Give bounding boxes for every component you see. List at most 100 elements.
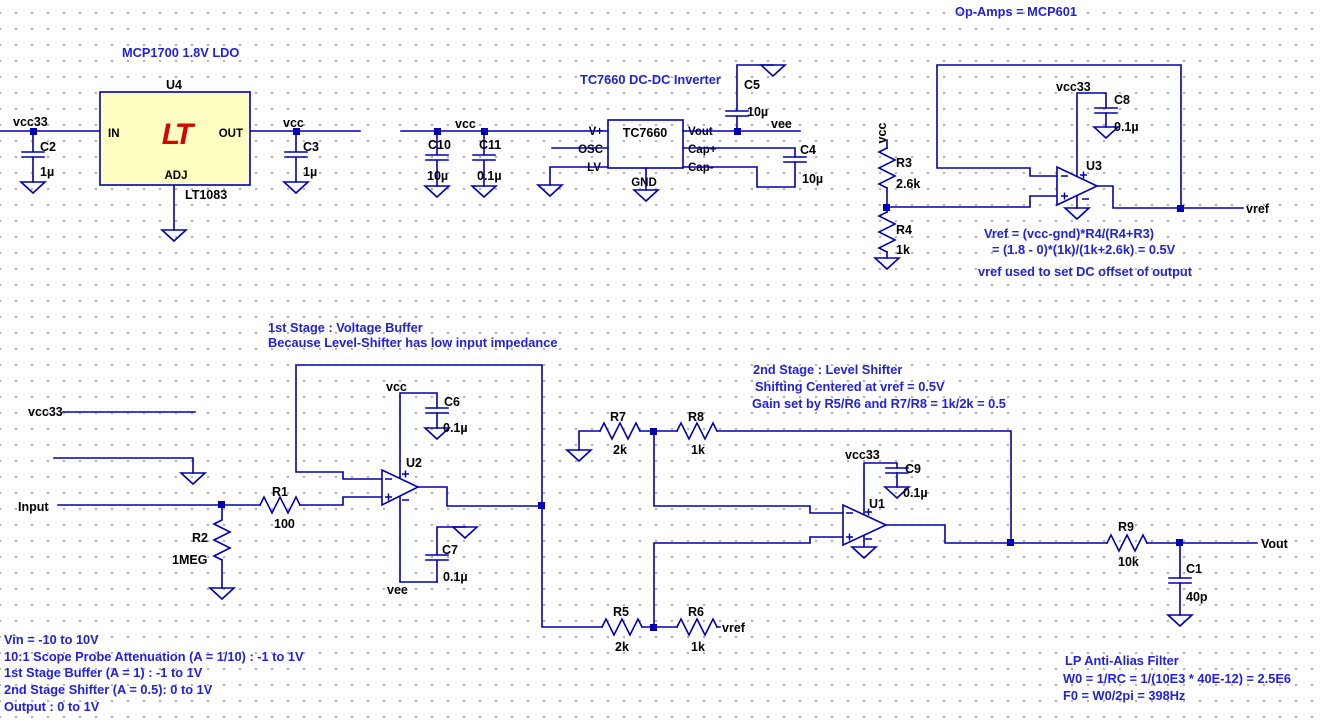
c5-value[interactable]: 10µ	[747, 105, 768, 119]
capacitor-C2[interactable]: C2 1µ	[18, 130, 56, 195]
capacitor-C6[interactable]: C6 0.1µ	[422, 395, 468, 441]
inverter-body[interactable]	[607, 119, 684, 169]
ground-lv[interactable]	[535, 184, 565, 198]
ground-c9[interactable]	[882, 486, 912, 500]
c5-ref[interactable]: C5	[744, 78, 760, 92]
range-line3[interactable]: 1st Stage Buffer (A = 1) : -1 to 1V	[4, 665, 203, 680]
stage2-title-line2[interactable]: Shifting Centered at vref = 0.5V	[755, 379, 945, 394]
ground-c2[interactable]	[18, 181, 48, 195]
ground-c1[interactable]	[1165, 614, 1195, 628]
ldo-section[interactable]: MCP1700 1.8V LDO U4 IN OUT ADJ LT LT1083…	[0, 45, 361, 243]
c9-ref[interactable]: C9	[905, 462, 921, 476]
net-label-vcc33[interactable]: vcc33	[13, 115, 48, 129]
inverter-title[interactable]: TC7660 DC-DC Inverter	[580, 72, 721, 87]
resistor-R9[interactable]: R9 10k	[1105, 520, 1149, 569]
r7-value[interactable]: 2k	[613, 443, 627, 457]
opamp-U2[interactable]: U2	[381, 456, 422, 507]
c1-ref[interactable]: C1	[1186, 562, 1202, 576]
inverter-wires[interactable]	[400, 130, 801, 191]
capacitor-C9[interactable]: C9 0.1µ	[882, 462, 928, 500]
range-line2[interactable]: 10:1 Scope Probe Attenuation (A = 1/10) …	[4, 649, 304, 664]
range-line4[interactable]: 2nd Stage Shifter (A = 0.5): 0 to 1V	[4, 682, 213, 697]
r2-value[interactable]: 1MEG	[172, 553, 207, 567]
net-label-vcc33[interactable]: vcc33	[1056, 80, 1091, 94]
stage1-title-line1[interactable]: 1st Stage : Voltage Buffer	[268, 320, 423, 335]
resistor-R7[interactable]: R7 2k	[598, 410, 642, 457]
net-label-vcc-u2[interactable]: vcc	[386, 380, 407, 394]
ground-r7[interactable]	[564, 449, 594, 463]
inverter-name[interactable]: TC7660	[623, 126, 668, 140]
c1-value[interactable]: 40p	[1186, 590, 1208, 604]
u1-ref[interactable]: U1	[869, 497, 885, 511]
capacitor-C1[interactable]: C1 40p	[1165, 562, 1208, 628]
ground-u1[interactable]	[849, 546, 879, 560]
c9-value[interactable]: 0.1µ	[903, 486, 928, 500]
ground-c11[interactable]	[469, 185, 499, 199]
c7-value[interactable]: 0.1µ	[443, 570, 468, 584]
regulator-ref[interactable]: U4	[166, 78, 182, 92]
stub-wires[interactable]	[53, 411, 196, 474]
r3-ref[interactable]: R3	[896, 156, 912, 170]
output-wires[interactable]	[1010, 542, 1258, 616]
c3-value[interactable]: 1µ	[303, 165, 317, 179]
r5-ref[interactable]: R5	[613, 605, 629, 619]
net-label-vcc[interactable]: vcc	[283, 116, 304, 130]
ground-c5[interactable]	[758, 64, 788, 78]
ground-c10[interactable]	[422, 185, 452, 199]
ground-r4[interactable]	[872, 257, 902, 271]
r9-ref[interactable]: R9	[1118, 520, 1134, 534]
resistor-R4[interactable]: R4 1k	[877, 210, 912, 257]
ground-c3[interactable]	[281, 181, 311, 195]
net-label-vcc33-stub[interactable]: vcc33	[28, 405, 63, 419]
stage2-wires[interactable]	[578, 430, 1012, 628]
net-label-vee-u2[interactable]: vee	[387, 583, 408, 597]
c6-ref[interactable]: C6	[444, 395, 460, 409]
ground-stub[interactable]	[178, 472, 208, 486]
resistor-R5[interactable]: R5 2k	[600, 605, 644, 654]
r4-value[interactable]: 1k	[896, 243, 910, 257]
r2-ref[interactable]: R2	[192, 531, 208, 545]
capacitor-C7[interactable]: C7 0.1µ	[425, 526, 480, 584]
stage1-title-line2[interactable]: Because Level-Shifter has low input impe…	[268, 335, 557, 350]
ground-gndpin[interactable]	[631, 189, 661, 203]
vref-calc-line3[interactable]: vref used to set DC offset of output	[978, 264, 1193, 279]
ground-c8[interactable]	[1091, 126, 1121, 140]
c6-value[interactable]: 0.1µ	[443, 421, 468, 435]
regulator-body[interactable]	[99, 91, 251, 186]
u3-ref[interactable]: U3	[1086, 159, 1102, 173]
c4-value[interactable]: 10µ	[802, 172, 823, 186]
stage2-title-line3[interactable]: Gain set by R5/R6 and R7/R8 = 1k/2k = 0.…	[752, 396, 1006, 411]
filter-line2[interactable]: W0 = 1/RC = 1/(10E3 * 40E-12) = 2.5E6	[1063, 671, 1291, 686]
net-label-vcc[interactable]: vcc	[455, 117, 476, 131]
c8-value[interactable]: 0.1µ	[1114, 120, 1139, 134]
c3-ref[interactable]: C3	[303, 140, 319, 154]
resistor-R1[interactable]: R1 100	[258, 485, 302, 531]
filter-line1[interactable]: LP Anti-Alias Filter	[1065, 653, 1179, 668]
stage1-section[interactable]: 1st Stage : Voltage Buffer Because Level…	[18, 320, 603, 628]
ground-u3[interactable]	[1062, 207, 1092, 221]
u2-ref[interactable]: U2	[406, 456, 422, 470]
stage1-wires[interactable]	[57, 364, 603, 628]
output-section[interactable]: R9 10k C1 40p Vout	[1007, 520, 1289, 628]
r3-value[interactable]: 2.6k	[896, 177, 920, 191]
capacitor-C10[interactable]: C10 10µ	[422, 130, 452, 199]
resistor-R2[interactable]: R2 1MEG	[172, 504, 232, 589]
ground-c7[interactable]	[450, 526, 480, 540]
r1-ref[interactable]: R1	[272, 485, 288, 499]
stage2-section[interactable]: 2nd Stage : Level Shifter Shifting Cente…	[564, 362, 1012, 654]
ground-c6[interactable]	[422, 427, 452, 441]
net-label-vcc33-u1[interactable]: vcc33	[845, 448, 880, 462]
c2-ref[interactable]: C2	[40, 140, 56, 154]
r6-value[interactable]: 1k	[691, 640, 705, 654]
opamp-U1[interactable]: U1	[842, 497, 888, 547]
resistor-R8[interactable]: R8 1k	[675, 410, 719, 457]
opamp-U3[interactable]: U3	[1056, 159, 1102, 207]
r1-value[interactable]: 100	[274, 517, 295, 531]
net-label-input[interactable]: Input	[18, 500, 49, 514]
net-label-vref[interactable]: vref	[1246, 202, 1270, 216]
capacitor-C4[interactable]: C4 10µ	[783, 143, 823, 186]
range-line1[interactable]: Vin = -10 to 10V	[4, 632, 99, 647]
r4-ref[interactable]: R4	[896, 223, 912, 237]
ldo-title[interactable]: MCP1700 1.8V LDO	[122, 45, 239, 60]
